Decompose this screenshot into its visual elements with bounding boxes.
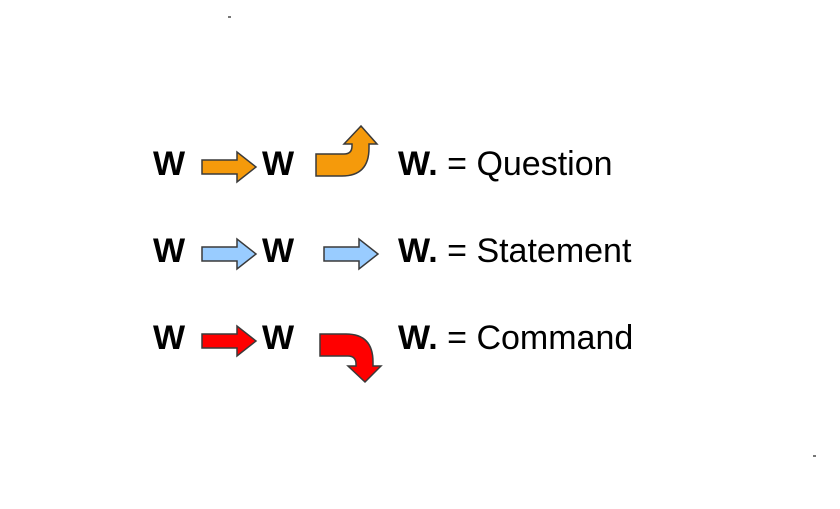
sentence-type: Question — [476, 145, 613, 183]
speck-dot — [813, 455, 816, 457]
word-1: W — [153, 232, 186, 270]
label-command: W. = Command — [398, 321, 633, 355]
falling-arrow-icon — [319, 333, 383, 384]
end-word: W. — [398, 319, 438, 357]
equals-sign: = — [447, 232, 467, 270]
word-2: W — [262, 145, 295, 183]
rising-arrow-icon — [315, 124, 379, 177]
straight-arrow-icon — [201, 324, 258, 358]
label-question: W. = Question — [398, 147, 613, 181]
label-statement: W. = Statement — [398, 234, 631, 268]
straight-arrow-icon — [201, 150, 258, 184]
end-word: W. — [398, 145, 438, 183]
equals-sign: = — [447, 319, 467, 357]
word-1: W — [153, 319, 186, 357]
straight-arrow-icon — [201, 237, 258, 271]
speck-dot — [228, 16, 231, 18]
sentence-type: Statement — [476, 232, 632, 270]
word-1: W — [153, 145, 186, 183]
word-2: W — [262, 319, 295, 357]
end-word: W. — [398, 232, 438, 270]
equals-sign: = — [447, 145, 467, 183]
sentence-type: Command — [476, 319, 634, 357]
level-arrow-icon — [323, 237, 380, 271]
word-2: W — [262, 232, 295, 270]
